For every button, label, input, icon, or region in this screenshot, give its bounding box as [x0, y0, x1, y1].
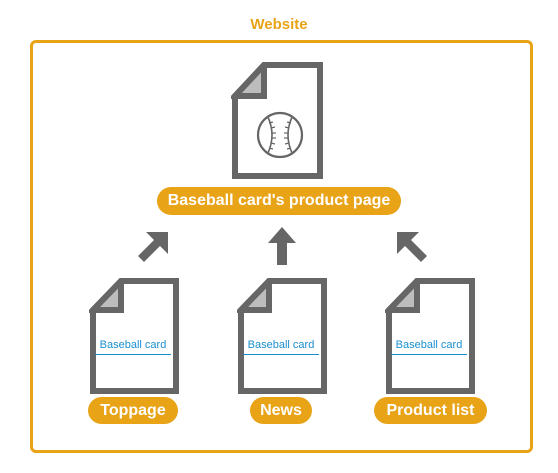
news-baseball-card-link[interactable]: Baseball card — [243, 338, 319, 355]
arrow-up-right-icon — [138, 232, 168, 262]
news-label: News — [250, 397, 312, 424]
toppage-label: Toppage — [88, 397, 178, 424]
toppage-baseball-card-link[interactable]: Baseball card — [95, 338, 171, 355]
product-page-document — [231, 62, 323, 179]
product-list-baseball-card-link[interactable]: Baseball card — [391, 338, 467, 355]
arrow-up-left-icon — [397, 232, 427, 262]
arrow-up-icon — [268, 227, 296, 265]
toppage-document — [89, 278, 179, 394]
baseball-icon — [256, 111, 304, 159]
product-list-document — [385, 278, 475, 394]
product-page-label: Baseball card's product page — [157, 187, 401, 215]
news-document — [237, 278, 327, 394]
website-title: Website — [250, 16, 308, 33]
website-frame — [30, 40, 533, 453]
product-list-label: Product list — [374, 397, 487, 424]
